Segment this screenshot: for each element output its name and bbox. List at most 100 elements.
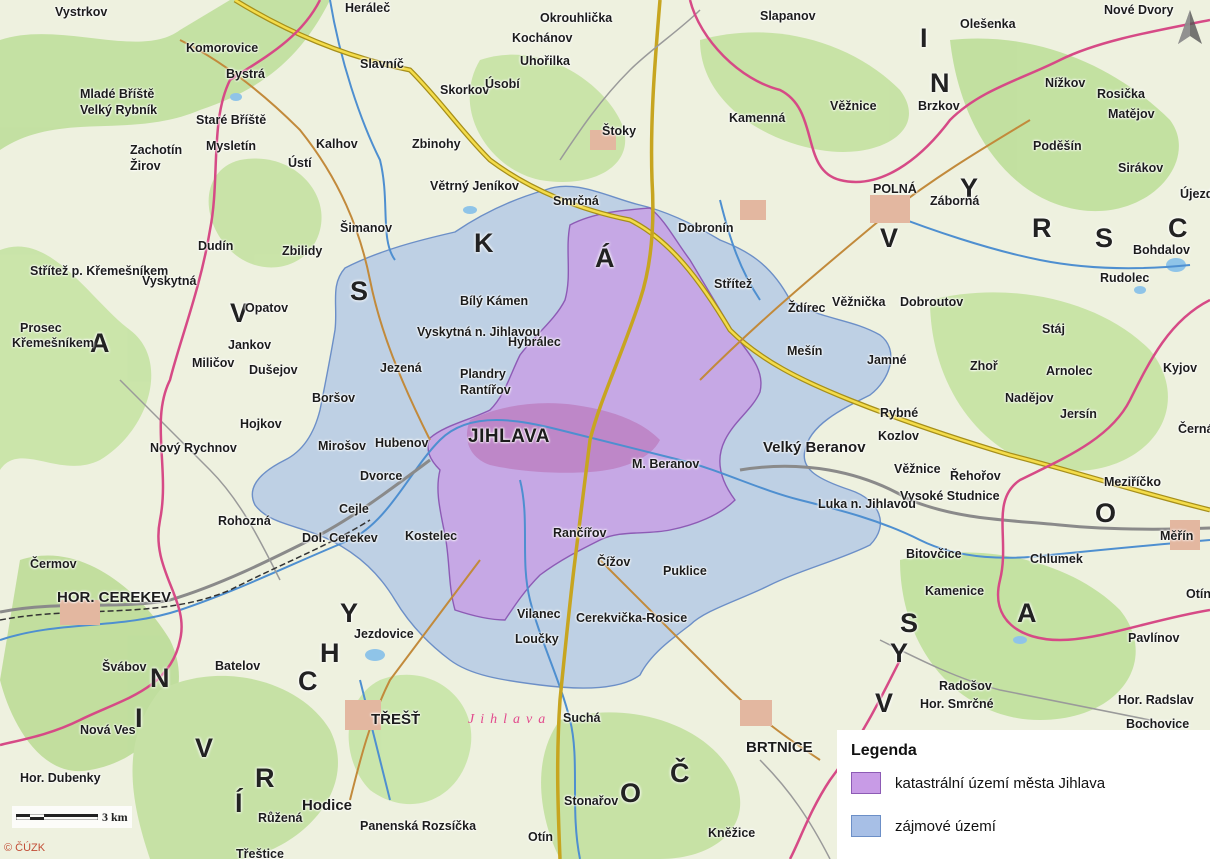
place-label: Hor. Radslav <box>1118 693 1194 707</box>
legend: Legenda katastrální území města Jihlava … <box>837 730 1210 859</box>
road <box>179 39 431 441</box>
place-label: Kamenná <box>729 111 786 125</box>
north-arrow-icon <box>1178 10 1202 44</box>
place-label: Cejle <box>339 502 369 516</box>
place-label: Loučky <box>515 632 559 646</box>
place-label: Vyskytná n. Jihlavou <box>417 325 541 339</box>
place-label: Vyskytná <box>142 274 197 288</box>
place-label: Plandry <box>460 367 506 381</box>
place-label: Prosec <box>20 321 62 335</box>
place-label: Vilanec <box>517 607 561 621</box>
place-label: Křemešníkem <box>12 336 94 350</box>
region-letter: S <box>350 276 369 306</box>
road <box>879 639 1151 721</box>
place-label: Hor. Dubenky <box>20 771 101 785</box>
region-letter: V <box>195 733 214 763</box>
region-letter: Y <box>890 638 909 668</box>
forest-area <box>208 158 322 268</box>
legend-swatch <box>851 815 881 837</box>
place-label: Věžnice <box>830 99 877 113</box>
place-label: Šimanov <box>340 221 393 235</box>
place-label: Staré Bříště <box>196 113 267 127</box>
river <box>719 199 761 301</box>
region-letter: Č <box>670 758 690 788</box>
place-label: Záborná <box>930 194 980 208</box>
pond <box>230 93 242 101</box>
place-label: Růžená <box>258 811 303 825</box>
region-letter: S <box>1095 223 1114 253</box>
road <box>599 559 821 761</box>
settlement <box>1170 520 1200 550</box>
forest-area <box>541 712 741 859</box>
place-label: Větrný Jeníkov <box>430 179 519 193</box>
region-letter: C <box>1168 213 1188 243</box>
pond <box>1013 636 1027 644</box>
place-label big: Nový Rychnov <box>150 441 237 455</box>
place-label: Kněžice <box>708 826 756 840</box>
place-label: Mirošov <box>318 439 366 453</box>
place-label: Dudín <box>198 239 234 253</box>
place-label: Věžnička <box>832 295 886 309</box>
place-label: Uhořilka <box>520 54 571 68</box>
settlement <box>740 200 766 220</box>
place-label: Čížov <box>597 555 631 569</box>
place-label: Rybné <box>880 406 919 420</box>
place-label: Boršov <box>312 391 356 405</box>
place-label: Mladé Bříště <box>80 87 155 101</box>
settlement <box>590 130 616 150</box>
main-road <box>739 464 1210 531</box>
place-label: Sirákov <box>1118 161 1164 175</box>
place-label: Hojkov <box>240 417 282 431</box>
place-label: Štoky <box>602 124 637 138</box>
place-label: Věžnice <box>894 462 941 476</box>
place-label: Měřín <box>1160 529 1194 543</box>
scale-bar: 3 km <box>12 806 132 828</box>
place-label: Střítež p. Křemešníkem <box>30 264 169 278</box>
region-letter: N <box>930 68 950 98</box>
river-label: Jihlava <box>468 712 552 727</box>
region-letter: A <box>90 328 110 358</box>
region-letter: R <box>255 763 275 793</box>
region-letter: V <box>875 688 894 718</box>
pond <box>365 649 385 661</box>
settlements <box>60 130 1200 730</box>
region-letter: Á <box>595 243 615 273</box>
place-label: Komorovice <box>186 41 259 55</box>
road <box>119 379 281 581</box>
place-label: Nová Ves <box>80 723 136 737</box>
region-border <box>788 659 902 859</box>
region-letter: A <box>1017 598 1037 628</box>
region-letter: K <box>474 228 494 258</box>
place-label: Černá <box>1178 422 1210 436</box>
place-label: BRTNICE <box>746 739 813 756</box>
forest-area <box>469 54 626 182</box>
region-letter: Y <box>960 173 979 203</box>
region-letter: N <box>150 663 170 693</box>
place-label: Suchá <box>563 711 601 725</box>
place-label: Pavlínov <box>1128 631 1180 645</box>
place-label: Ústí <box>288 156 312 170</box>
forest-area <box>950 38 1179 212</box>
region-letter: O <box>620 778 642 808</box>
place-label: Olešenka <box>960 17 1016 31</box>
copyright-text: © ČÚZK <box>4 842 46 854</box>
region-letter: I <box>920 23 928 53</box>
place-label: TŘEŠŤ <box>371 711 421 728</box>
legend-item-cadastral: katastrální území města Jihlava <box>851 772 1210 794</box>
place-label: Opatov <box>245 301 289 315</box>
city-label: JIHLAVA <box>468 426 550 447</box>
place-label: Zhoř <box>970 359 998 373</box>
place-label: Jersín <box>1060 407 1097 421</box>
main-road <box>555 0 662 859</box>
pond <box>463 206 477 214</box>
place-label: Arnolec <box>1046 364 1093 378</box>
place-label: Dušejov <box>249 363 298 377</box>
place-label: Vystrkov <box>55 5 108 19</box>
road <box>559 9 701 161</box>
region-letter: O <box>1095 498 1117 528</box>
place-label: Otín <box>528 830 553 844</box>
region-letter: I <box>135 703 143 733</box>
place-label: Kozlov <box>878 429 919 443</box>
place-label: Nové Dvory <box>1104 3 1174 17</box>
